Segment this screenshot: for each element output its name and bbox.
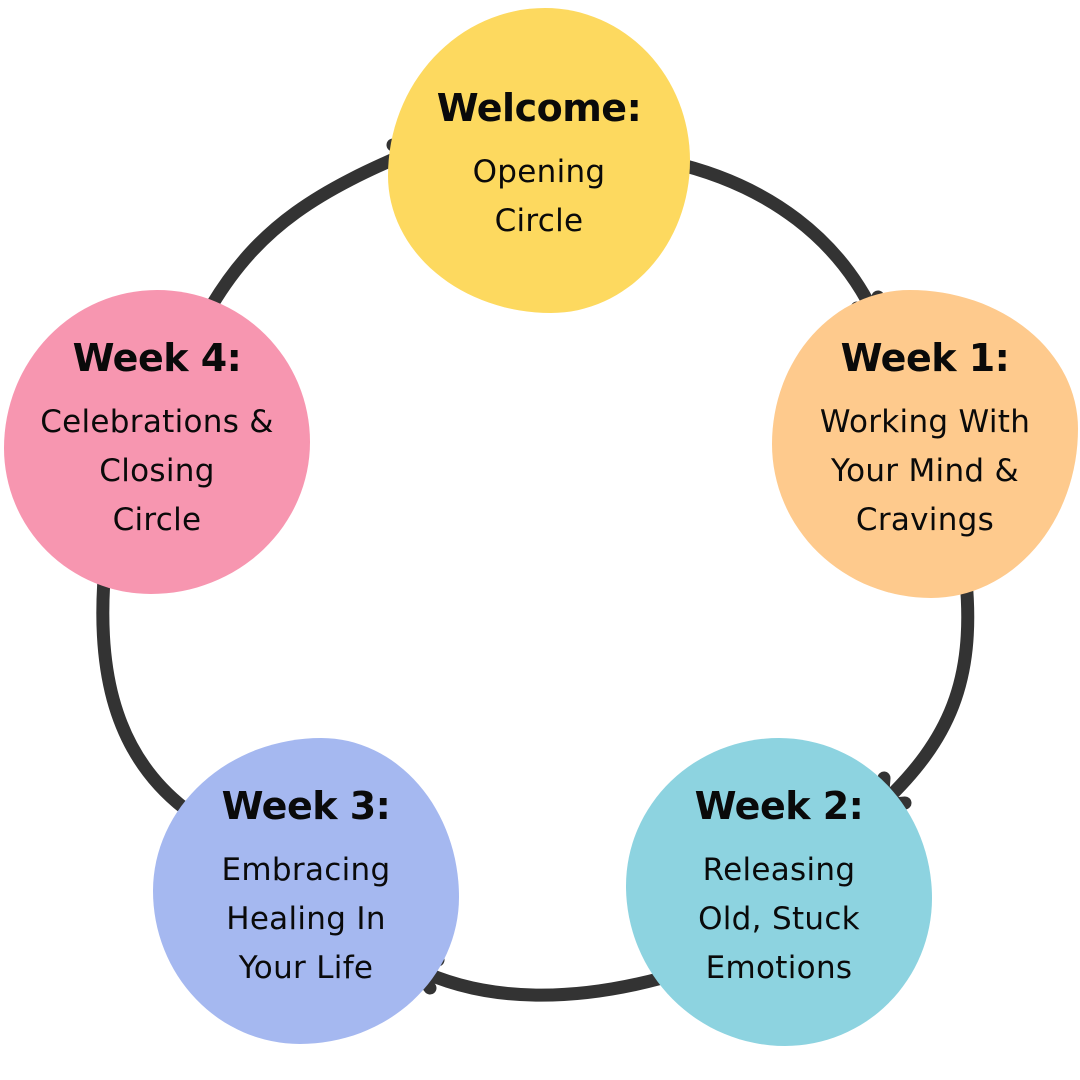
arrow-week2-to-week3 [408,961,669,1002]
arrow-week3-to-week4 [96,549,191,815]
node-week2: Week 2: Releasing Old, Stuck Emotions [626,738,932,1046]
node-title: Week 2: [694,784,864,828]
arrow-week1-to-week2 [875,573,975,811]
node-description: Working With Your Mind & Cravings [819,403,1031,538]
node-week4: Week 4: Celebrations & Closing Circle [4,290,310,594]
node-week1: Week 1: Working With Your Mind & Craving… [772,290,1078,598]
node-description: Releasing Old, Stuck Emotions [698,851,860,986]
node-title: Week 4: [72,336,242,380]
node-title: Week 1: [840,336,1010,380]
node-description: Embracing Healing In Your Life [221,851,391,986]
node-title: Week 3: [221,784,391,828]
arrow-welcome-to-week1 [663,155,883,325]
node-welcome: Welcome: Opening Circle [388,8,690,313]
node-week3: Week 3: Embracing Healing In Your Life [153,738,459,1044]
arrow-week4-to-welcome [205,143,422,312]
node-description: Opening Circle [472,153,606,239]
node-title: Welcome: [436,86,642,130]
node-description: Celebrations & Closing Circle [40,403,274,538]
